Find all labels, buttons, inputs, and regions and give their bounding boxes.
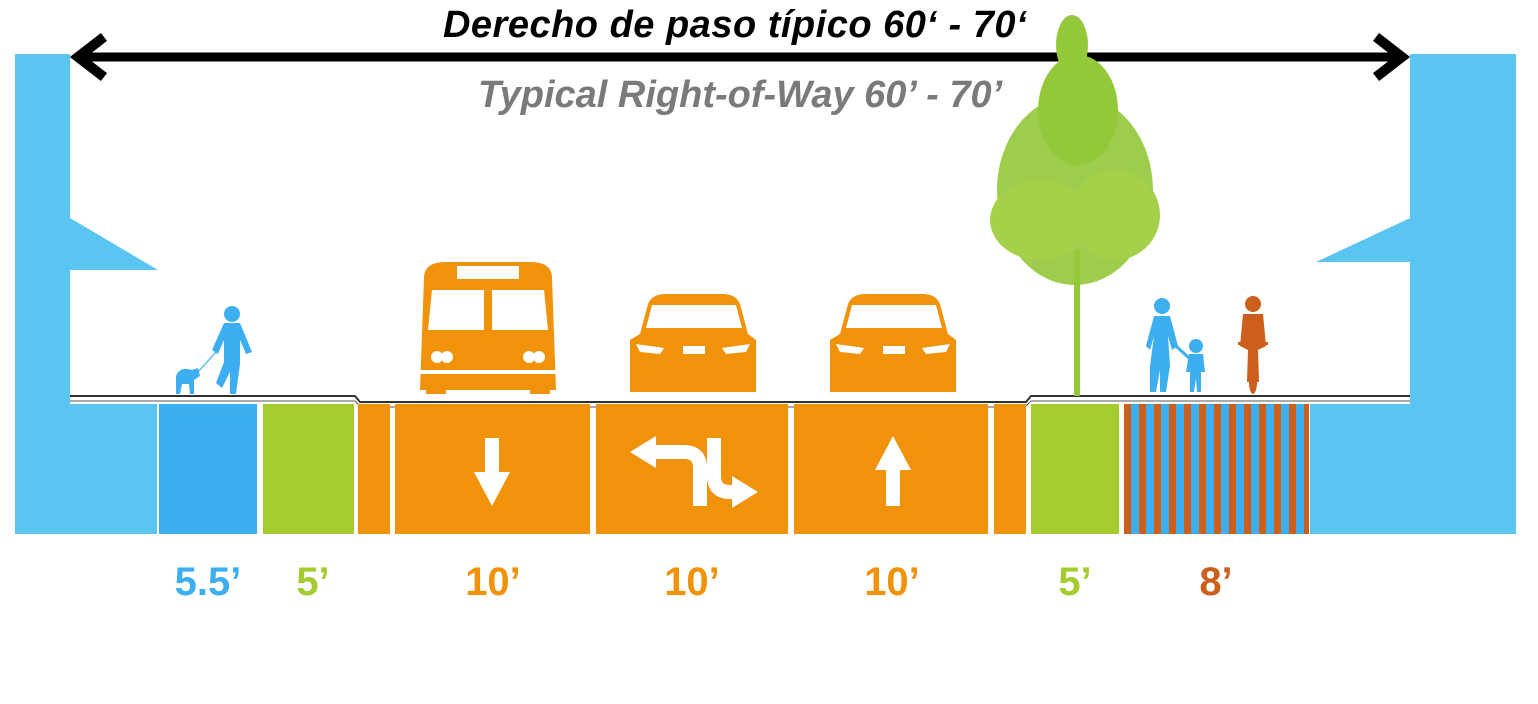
segment-width-label-travel-lane-southbound: 10’ — [465, 560, 521, 604]
segment-width-label-center-turn-lane: 10’ — [664, 560, 720, 604]
segment-width-label-planting-right: 5’ — [1058, 560, 1092, 604]
title-spanish: Derecho de paso típico 60‘ - 70‘ — [442, 4, 1028, 46]
car-icon — [830, 294, 956, 392]
double-headed-arrow-icon — [69, 32, 1411, 82]
pedestrian-with-dog-icon — [176, 306, 252, 394]
two-way-left-turn-arrowhead-left — [630, 436, 656, 468]
segment-planting-right — [1031, 404, 1119, 534]
title-english: Typical Right-of-Way 60’ - 70’ — [477, 74, 1003, 116]
building-left — [15, 54, 158, 534]
segment-planting-left — [263, 404, 354, 534]
two-way-left-turn-icon — [650, 438, 740, 506]
segment-sidewalk-left — [159, 404, 257, 534]
segment-gutter-left — [358, 404, 390, 534]
adult-with-child-icon — [1146, 298, 1205, 392]
segment-width-label-sidewalk-left: 5.5’ — [174, 560, 242, 604]
segment-width-label-travel-lane-northbound: 10’ — [864, 560, 920, 604]
segment-gutter-right — [994, 404, 1026, 534]
street-tree-icon — [990, 15, 1160, 396]
down-arrow-icon — [474, 438, 510, 506]
two-way-left-turn-arrowhead-right — [732, 476, 758, 508]
segment-width-label-planting-left: 5’ — [296, 560, 330, 604]
up-arrow-icon — [875, 436, 911, 506]
segment-shared-use-path — [1124, 404, 1309, 534]
segment-width-label-shared-use-path: 8’ — [1199, 560, 1233, 604]
building-right — [1310, 54, 1516, 534]
car-icon — [630, 294, 756, 392]
cyclist-icon — [1238, 296, 1268, 394]
bus-icon — [420, 262, 556, 394]
segment-center-turn-lane — [596, 404, 788, 534]
